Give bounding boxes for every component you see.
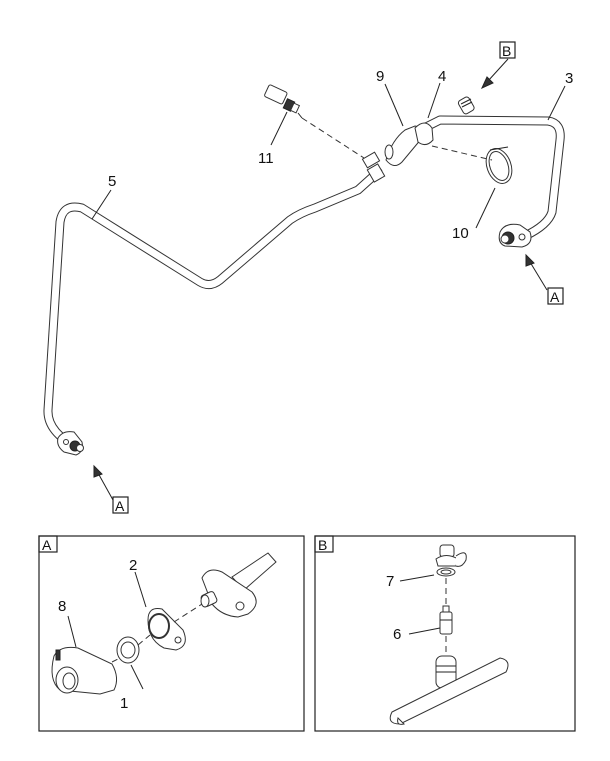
arrow-a-right [525,253,548,291]
callout-2: 2 [129,557,137,574]
sensor-11 [264,84,303,119]
view-ref-a-right: A [547,287,564,305]
detail-b-label: B [318,537,327,553]
leader-dash-10 [431,145,493,161]
leader-11 [270,111,288,146]
arrow-b-top [480,58,509,90]
view-ref-a-left: A [112,496,129,514]
svg-text:A: A [115,498,125,514]
callout-8: 8 [58,598,66,615]
arrow-a-left [93,464,114,501]
leader-9 [384,83,404,127]
callout-5: 5 [108,173,116,190]
view-ref-b-top: B [499,41,516,59]
detail-view-a: A 8 2 1 [38,535,305,732]
svg-text:B: B [502,43,511,59]
pipe-3 [405,115,565,241]
callout-4: 4 [438,68,446,85]
leader-dash-11 [301,117,365,159]
callout-9: 9 [376,68,384,85]
pipe-5 [43,167,383,453]
leader-3 [547,85,566,121]
detail-a-label: A [42,537,52,553]
callout-6: 6 [393,626,401,643]
svg-text:A: A [550,289,560,305]
callout-10: 10 [452,225,469,242]
callout-1: 1 [120,695,128,712]
leader-10 [475,187,496,229]
clamp-4 [414,122,434,146]
leader-4 [427,82,441,119]
leader-5 [91,189,112,220]
bracket [361,151,386,183]
callout-11: 11 [258,150,274,167]
fitting-b [457,96,475,115]
flange-fitting-right [498,223,532,248]
detail-view-b: B 7 6 [314,535,576,732]
callout-7: 7 [386,573,394,590]
callout-3: 3 [565,70,573,87]
flange-fitting-left [57,431,84,456]
hose-9 [384,125,423,166]
clamp-10 [485,146,513,184]
